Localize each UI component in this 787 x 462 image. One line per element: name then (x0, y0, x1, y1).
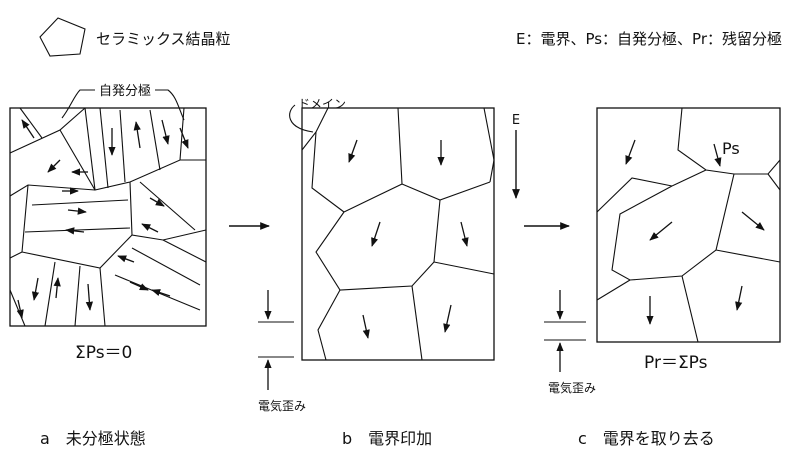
grain-legend-label: セラミックス結晶粒 (96, 30, 231, 48)
ps-arrow (625, 139, 636, 165)
ps-arrow (362, 314, 370, 339)
ps-arrow (31, 277, 40, 301)
caption-c: c 電界を取り去る (578, 429, 715, 448)
ps-arrow (141, 223, 159, 233)
ps-arrow (149, 197, 165, 207)
domain-label: ドメイン (298, 97, 346, 111)
ps-arrow (348, 139, 358, 163)
panel-c-polarization-arrows (625, 139, 765, 325)
panel-a: 自発分極 (9, 83, 207, 363)
ps-arrow (649, 221, 673, 241)
caption-a: a 未分極状態 (40, 429, 146, 448)
ps-arrow (460, 221, 469, 247)
ps-arrow (371, 221, 381, 247)
ps-arrow (53, 277, 61, 299)
ps-arrow (47, 159, 61, 173)
spontaneous-polarization-label: 自発分極 (99, 83, 151, 99)
ps-arrow (85, 283, 94, 311)
symbol-definitions: E：電界、Ps：自発分極、Pr：残留分極 (516, 30, 782, 48)
ps-arrow (65, 227, 85, 235)
ps-arrow (16, 299, 24, 319)
sum-ps-zero-label: ΣPs＝0 (75, 343, 132, 363)
panel-a-polarization-arrows (16, 119, 189, 319)
panel-b-frame (301, 107, 495, 361)
ps-arrow (67, 207, 87, 215)
ps-arrow (151, 289, 171, 297)
ps-arrow (713, 143, 722, 167)
grain-legend-icon (39, 17, 86, 57)
strain-indicator-b (258, 290, 294, 390)
pr-sum-label: Pr＝ΣPs (644, 353, 708, 373)
strain-indicator-c (544, 290, 586, 372)
panel-b: ドメイン 電気歪み (258, 97, 495, 413)
strain-label-b: 電気歪み (258, 398, 306, 413)
ps-arrow (117, 255, 135, 263)
ps-arrow (21, 119, 35, 139)
field-label: E (512, 113, 520, 128)
panel-a-grain-boundaries (9, 107, 207, 327)
panel-c-grain-boundaries (596, 107, 781, 343)
ps-arrow (129, 281, 149, 291)
ps-arrow (161, 119, 170, 145)
caption-b: b 電界印加 (342, 429, 432, 448)
ps-arrow (735, 285, 743, 311)
ps-arrow (133, 121, 141, 149)
spontaneous-polarization-brace (61, 89, 185, 121)
panel-b-polarization-arrows (348, 139, 469, 339)
ps-arrow (179, 127, 189, 149)
ps-label: Ps (722, 139, 740, 158)
ps-arrow (741, 211, 765, 231)
panel-b-grain-boundaries (301, 107, 495, 361)
strain-label-c: 電気歪み (548, 380, 596, 395)
panel-a-frame (9, 107, 207, 327)
domain-pointer (289, 104, 314, 133)
ps-arrow (443, 304, 452, 333)
panel-c: Ps Pr＝ΣPs 電気歪み (544, 107, 781, 395)
panel-c-frame (596, 107, 781, 343)
